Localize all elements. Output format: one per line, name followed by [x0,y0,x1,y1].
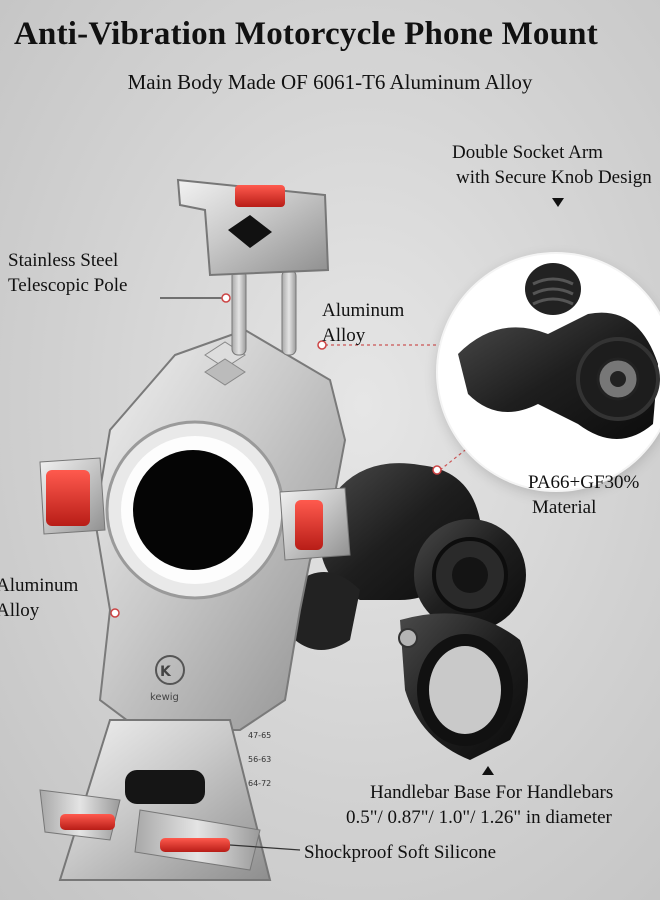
cradle-body: K kewig 47-65 56-63 64-72 [93,328,347,788]
callout-aluminum-alloy-left: Aluminum Alloy [0,575,79,621]
brand-logo: kewig [150,692,179,703]
svg-text:K: K [160,664,172,680]
callout-double-socket-arm: Double Socket Arm with Secure Knob Desig… [452,142,652,188]
size-mark-1: 47-65 [248,731,271,740]
callout-pa66-material: PA66+GF30% Material [528,472,640,518]
size-mark-2: 56-63 [248,755,271,764]
side-grips [39,457,351,561]
size-mark-3: 64-72 [248,779,271,788]
page-title: Anti-Vibration Motorcycle Phone Mount [14,16,598,52]
telescopic-pole [176,178,330,356]
arrow-up-icon [482,766,494,775]
arrow-down-icon [552,198,564,207]
callout-silicone: Shockproof Soft Silicone [304,842,497,863]
callout-lines [112,297,489,851]
callout-telescopic-pole: Stainless Steel Telescopic Pole [8,250,128,296]
callout-dots [110,293,442,618]
callout-aluminum-alloy-top: Aluminum Alloy [322,300,405,346]
page-subtitle: Main Body Made OF 6061-T6 Aluminum Alloy [127,70,533,94]
callout-handlebar-base: Handlebar Base For Handlebars 0.5"/ 0.87… [346,782,614,828]
double-socket-arm-detail [438,254,660,490]
handlebar-base [295,463,528,760]
bottom-foot [39,719,272,881]
